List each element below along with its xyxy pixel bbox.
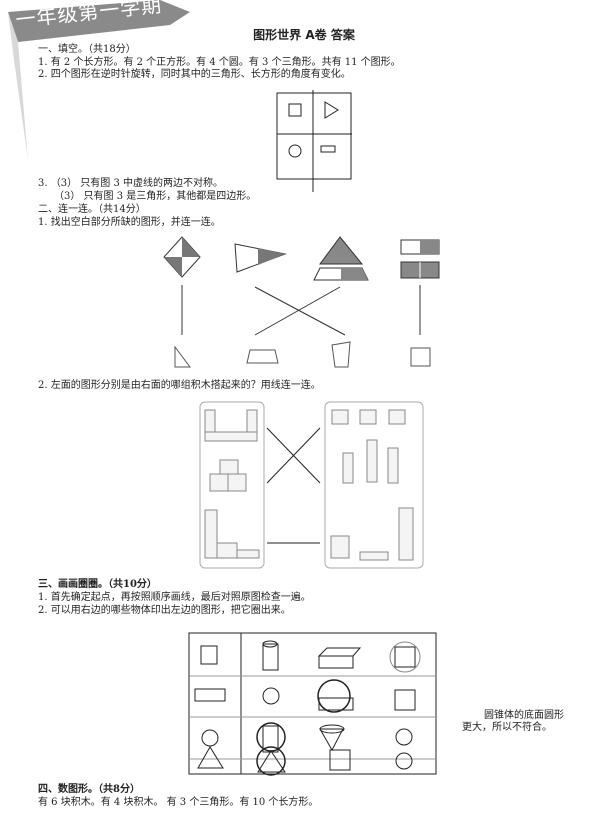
s1-q1: 1. 有 2 个长方形。有 2 个正方形。有 4 个圆。有 3 个三角形。共有 …	[38, 57, 401, 68]
section1-heading: 一、填空。（共18分）	[38, 44, 136, 55]
section4-heading: 四、数图形。（共8分）	[38, 784, 140, 795]
shape-print-table	[188, 632, 437, 776]
note-line1: 圆锥体的底面圆形	[484, 710, 564, 721]
s3-q1: 1. 首先确定起点，再按照顺序画线，最后对照原图检查一遍。	[38, 592, 311, 603]
s4-answer: 有 6 块积木。有 4 块积木。 有 3 个三角形。有 10 个长方形。	[38, 797, 319, 808]
block-matching-figure	[199, 401, 424, 569]
section2-heading: 二、连一连。（共14分）	[38, 204, 146, 215]
s1-q3a: 3. （3） 只有图 3 中虚线的两边不对称。	[38, 178, 223, 189]
page-title: 图形世界 A卷 答案	[253, 28, 355, 42]
note-line2: 更大，所以不符合。	[462, 722, 552, 733]
section3-heading: 三、画画圈圈。（共10分）	[38, 579, 157, 590]
s2-q2: 2. 左面的图形分别是由右面的哪组积木搭起来的？用线连一连。	[38, 380, 321, 391]
matching-shapes-figure	[163, 236, 440, 368]
s1-q2: 2. 四个图形在逆时针旋转，同时其中的三角形、长方形的角度有变化。	[38, 69, 351, 80]
s2-q1: 1. 找出空白部分所缺的图形，并连一连。	[38, 217, 221, 228]
banner-ribbon	[8, 0, 190, 160]
rotation-grid-figure	[276, 90, 352, 192]
s3-q2: 2. 可以用右边的哪些物体印出左边的图形，把它圈出来。	[38, 605, 291, 616]
s1-q3b: （3） 只有图 3 是三角形，其他都是四边形。	[54, 191, 257, 202]
